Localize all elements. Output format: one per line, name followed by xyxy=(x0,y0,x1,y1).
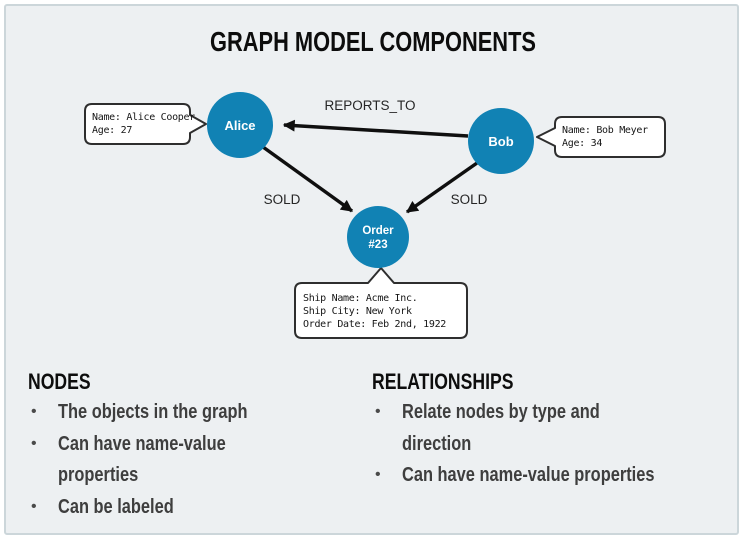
callout-bob-properties xyxy=(536,116,666,158)
list-item: • The objects in the graph xyxy=(28,400,348,432)
list-item-continuation: direction xyxy=(372,432,732,464)
edge-reports-to xyxy=(282,119,469,138)
list-item: • Can have name-value properties xyxy=(372,463,732,495)
node-bob-label: Bob xyxy=(488,134,513,149)
callout-bob-line-1: Name: Bob Meyer xyxy=(562,125,648,136)
callout-alice-line-2: Age: 27 xyxy=(92,125,132,136)
callout-alice-properties xyxy=(84,103,207,145)
edge-label-sold-right: SOLD xyxy=(451,192,488,207)
list-item-text: properties xyxy=(58,464,139,486)
callout-order-properties xyxy=(294,267,468,339)
bullet-icon: • xyxy=(375,403,381,420)
node-alice xyxy=(207,92,273,158)
nodes-heading: NODES xyxy=(28,369,91,394)
callout-alice-line-1: Name: Alice Cooper xyxy=(92,112,195,123)
callout-order-line-1: Ship Name: Acme Inc. xyxy=(303,293,417,304)
slide-panel xyxy=(4,4,739,535)
section-nodes: NODES • The objects in the graph • Can h… xyxy=(28,371,348,526)
node-alice-label: Alice xyxy=(224,118,255,133)
edge-label-sold-left: SOLD xyxy=(264,192,301,207)
edge-sold-alice-order xyxy=(261,145,354,213)
slide-header: GRAPH MODEL COMPONENTS xyxy=(0,26,746,58)
list-item-text: direction xyxy=(402,432,472,455)
bullet-icon: • xyxy=(31,497,37,515)
relationships-heading: RELATIONSHIPS xyxy=(372,369,514,394)
bullet-icon: • xyxy=(31,434,37,452)
list-item: • Relate nodes by type and xyxy=(372,400,732,432)
callout-order-line-3: Order Date: Feb 2nd, 1922 xyxy=(303,319,446,330)
callout-bob-line-2: Age: 34 xyxy=(562,138,602,149)
node-bob xyxy=(468,108,534,174)
list-item-text: Can have name-value xyxy=(58,432,226,455)
list-item-continuation: properties xyxy=(28,463,348,495)
list-item-text: Relate nodes by type and xyxy=(402,401,600,423)
list-item-text: Can have name-value properties xyxy=(402,464,655,486)
callout-order-line-2: Ship City: New York xyxy=(303,306,412,317)
node-order-label: Order xyxy=(362,225,394,237)
page-title: GRAPH MODEL COMPONENTS xyxy=(209,26,536,57)
list-item: • Can have name-value xyxy=(28,432,348,464)
list-item-text: The objects in the graph xyxy=(58,401,248,423)
section-relationships: RELATIONSHIPS • Relate nodes by type and… xyxy=(372,371,732,495)
node-order-label2: #23 xyxy=(368,239,387,251)
bullet-icon: • xyxy=(31,403,37,420)
list-item: • Can be labeled xyxy=(28,495,348,527)
bullet-icon: • xyxy=(375,466,381,483)
edge-sold-bob-order xyxy=(405,161,479,214)
node-order xyxy=(347,206,409,268)
list-item-text: Can be labeled xyxy=(58,495,174,518)
edge-label-reports-to: REPORTS_TO xyxy=(324,98,415,113)
